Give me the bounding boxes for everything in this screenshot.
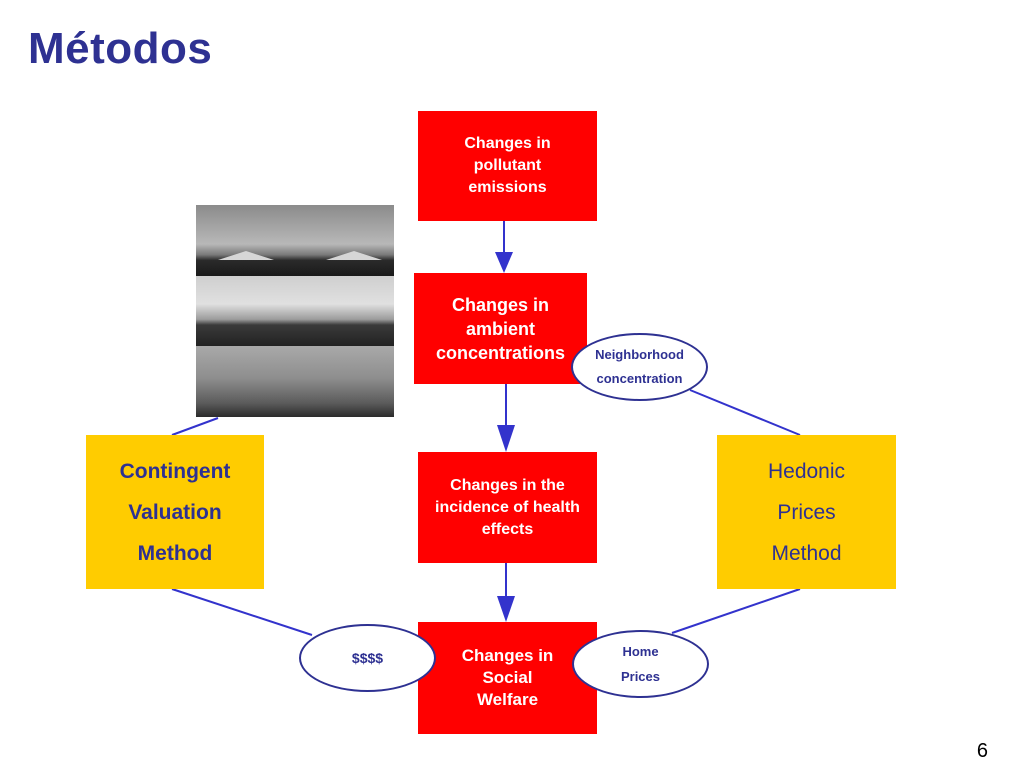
page-number: 6 — [976, 740, 988, 762]
arrow-down-icon — [495, 252, 513, 273]
arrow-ambient-to-health — [497, 384, 515, 452]
line-hedonic-to-home — [671, 588, 801, 634]
box-ambient-concentrations: Changes in ambient concentrations — [414, 273, 587, 384]
arrow-emissions-to-ambient — [495, 221, 513, 273]
photo-strip-hazy — [196, 275, 394, 347]
arrow-health-to-welfare — [497, 563, 515, 622]
arrow-down-icon — [497, 596, 515, 622]
arrow-down-icon — [497, 425, 515, 452]
slide-title: Métodos — [28, 24, 213, 73]
box-hedonic-prices: Hedonic Prices Method — [717, 435, 896, 589]
box-pollutant-emissions: Changes in pollutant emissions — [418, 111, 597, 221]
line-contingent-to-money — [171, 588, 313, 636]
city-skyline-photo — [196, 205, 394, 418]
box-health-effects: Changes in the incidence of health effec… — [418, 452, 597, 563]
box-contingent-valuation: Contingent Valuation Method — [86, 435, 264, 589]
box-social-welfare: Changes in Social Welfare — [418, 622, 597, 734]
photo-strip-smog — [196, 346, 394, 418]
ellipse-money: $$$$ — [299, 624, 436, 692]
photo-strip-clear — [196, 205, 394, 276]
ellipse-neighborhood-concentration: Neighborhood concentration — [571, 333, 708, 401]
line-neighborhood-to-hedonic — [689, 389, 801, 436]
ellipse-home-prices: Home Prices — [572, 630, 709, 698]
line-photo-to-contingent — [171, 417, 219, 436]
